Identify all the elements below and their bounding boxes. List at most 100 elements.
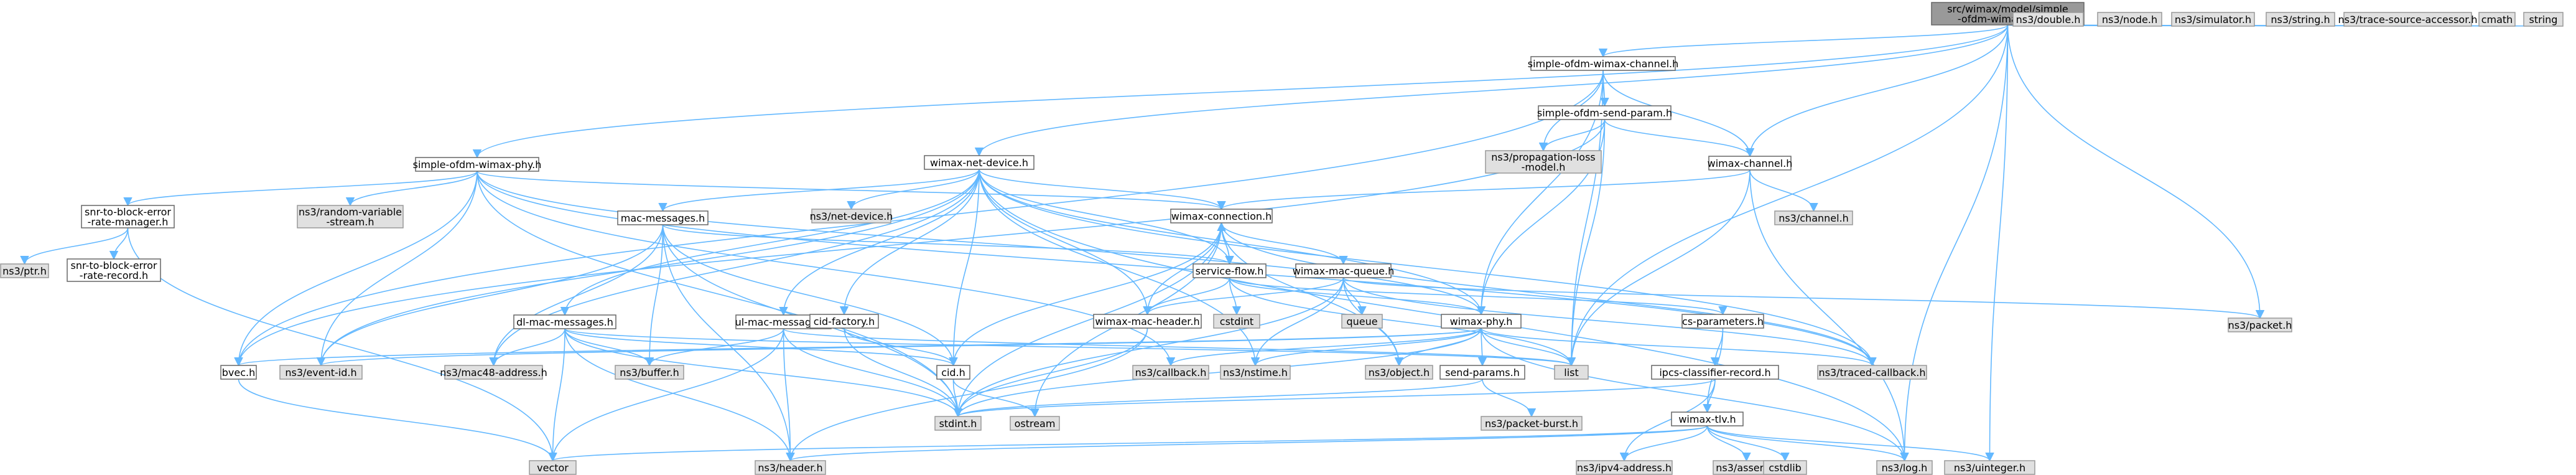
node-ns3-mac48-address: ns3/mac48-address.h [440,365,547,380]
node-box [1485,150,1602,174]
edge-wimax-tlv-to-ns3-uinteger [1706,425,1994,462]
node-box [513,314,616,329]
node-cid-factory[interactable]: cid-factory.h [809,314,879,329]
node-label: ns3/header.h [758,462,822,474]
node-wimax-net-device[interactable]: wimax-net-device.h [924,155,1035,170]
node-snr-to-block-error-rate-record[interactable]: snr-to-block-error-rate-record.h [67,258,161,282]
node-wimax-mac-header[interactable]: wimax-mac-header.h [1093,314,1202,329]
node-label: bvec.h [222,367,256,379]
node-label: ns3/simulator.h [2175,14,2251,26]
edge-simple-ofdm-send-param-to-wimax-phy [1476,119,1606,316]
node-ostream: ostream [1010,416,1060,431]
edge-simple-ofdm-wimax-phy-to-stdint [477,171,963,418]
node-box [1651,365,1779,380]
node-wimax-channel[interactable]: wimax-channel.h [1708,156,1793,171]
edge-mac-messages-to-ns3-buffer [644,224,664,367]
node-ipcs-classifier-record[interactable]: ipcs-classifier-record.h [1651,365,1779,380]
edge-simple-ofdm-wimax-phy-to-wimax-phy [477,171,1486,316]
node-send-params[interactable]: send-params.h [1439,365,1525,380]
node-ns3-net-device: ns3/net-device.h [810,209,893,223]
edge-send-params-to-ns3-packet-burst [1482,379,1537,418]
node-box [0,263,49,278]
node-box [1213,314,1260,329]
node-mac-messages[interactable]: mac-messages.h [617,210,709,225]
node-box [67,258,161,282]
node-ns3-object: ns3/object.h [1365,365,1433,380]
edge-ipcs-classifier-record-to-wimax-tlv [1703,379,1716,413]
node-wimax-connection[interactable]: wimax-connection.h [1170,209,1273,223]
node-box [1010,416,1060,431]
edge-simple-ofdm-wimax-phy-to-bvec [234,171,478,367]
node-ns3-buffer: ns3/buffer.h [615,365,684,380]
node-box [1341,314,1383,329]
node-simple-ofdm-wimax-channel[interactable]: simple-ofdm-wimax-channel.h [1528,56,1679,71]
node-label: ns3/ipv4-address.h [1577,462,1672,474]
node-cid[interactable]: cid.h [936,365,970,380]
node-box [81,205,175,228]
node-cs-parameters[interactable]: cs-parameters.h [1681,314,1764,329]
edge-cid-factory-to-stdint [844,327,963,418]
node-box [1876,460,1933,475]
node-label: service-flow.h [1196,265,1264,277]
edge-wimax-tlv-to-vector [549,425,1708,462]
node-ns3-trace-source-accessor: ns3/trace-source-accessor.h [2338,12,2478,27]
node-cstdint: cstdint [1213,314,1260,329]
node-box [1554,365,1589,380]
node-wimax-mac-queue[interactable]: wimax-mac-queue.h [1293,263,1394,278]
node-box [529,460,577,475]
node-label: snr-to-block-error [71,260,157,271]
node-ul-mac-messages[interactable]: ul-mac-messages.h [735,314,832,329]
node-snr-to-block-error-rate-manager[interactable]: snr-to-block-error-rate-manager.h [81,205,175,228]
node-simple-ofdm-send-param[interactable]: simple-ofdm-send-param.h [1537,105,1672,120]
edge-wimax-net-device-to-wimax-mac-header [979,169,1152,316]
node-box [444,365,543,380]
node-list: list [1554,365,1589,380]
node-box [2097,12,2162,27]
node-stdint: stdint.h [934,416,982,431]
edge-wimax-mac-header-to-stdint [953,327,1148,418]
edge-simple-ofdm-wimax-channel-to-list [1566,70,1604,367]
edge-wimax-net-device-to-ns3-net-device [847,169,980,210]
node-wimax-tlv[interactable]: wimax-tlv.h [1671,412,1744,426]
node-label: snr-to-block-error [85,206,171,218]
edge-wimax-phy-to-stdint [953,327,1482,418]
edge-wimax-phy-to-ns3-nstime [1250,327,1482,367]
node-service-flow[interactable]: service-flow.h [1193,263,1267,278]
node-label: cid-factory.h [814,316,875,327]
node-label: wimax-mac-header.h [1095,316,1199,327]
node-bvec[interactable]: bvec.h [220,365,257,380]
edge-wimax-net-device-to-dl-mac-messages [560,169,980,316]
node-label: ostream [1015,418,1056,430]
node-box [1708,156,1792,171]
node-box [1093,314,1202,329]
node-box [809,314,879,329]
edge-bvec-to-vector [238,379,557,462]
node-simple-ofdm-wimax-phy[interactable]: simple-ofdm-wimax-phy.h [413,157,542,172]
edge-wimax-connection-to-wimax-mac-header [1143,222,1222,316]
edge-service-flow-to-list [1229,277,1576,367]
edge-wimax-connection-to-cid [949,222,1222,367]
node-box [1671,412,1744,426]
edge-service-flow-to-cs-parameters [1229,277,1727,316]
node-label: stdint.h [939,418,977,430]
edge-simple-ofdm-wimax-phy-to-ns3-random-variable-stream [345,171,478,207]
edge-root-to-ns3-uinteger [1985,24,2009,462]
node-label: queue [1346,316,1377,327]
edge-root-to-simple-ofdm-wimax-phy [473,24,2009,159]
node-wimax-phy[interactable]: wimax-phy.h [1441,314,1522,329]
node-dl-mac-messages[interactable]: dl-mac-messages.h [513,314,616,329]
edge-ul-mac-messages-to-ns3-header [783,328,795,462]
node-label: ns3/string.h [2271,14,2330,26]
edge-root-to-ns3-log [1900,24,2009,462]
node-string: string [2523,12,2564,27]
node-label: ns3/net-device.h [810,210,893,222]
edge-simple-ofdm-send-param-to-wimax-channel [1604,119,1755,158]
edge-simple-ofdm-send-param-to-ns3-propagation-loss-model [1538,119,1606,152]
edge-root-to-wimax-channel [1745,24,2009,158]
edge-wimax-mac-queue-to-stdint [953,277,1344,418]
edge-snr-to-block-error-rate-manager-to-snr-to-block-error-rate-record [109,227,129,260]
node-box [1576,460,1673,475]
node-box [2343,12,2472,27]
node-label: ns3/log.h [1882,462,1928,474]
